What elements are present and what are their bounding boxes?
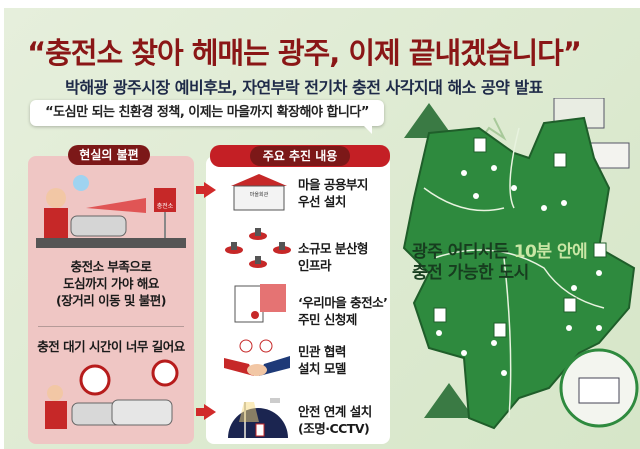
application-form-icon <box>234 284 286 323</box>
problem-line: 충전소 부족으로 <box>70 259 152 274</box>
problem-line: (장거리 이동 및 불편) <box>56 293 166 308</box>
arrow-icon <box>86 198 146 213</box>
problem-line: 도심까지 가야 해요 <box>63 276 159 291</box>
gwangju-map <box>402 98 639 430</box>
building-sign: 마을회관 <box>250 191 269 198</box>
action-line: 마을 공용부지 <box>298 177 368 192</box>
clock-icon <box>151 359 179 387</box>
charger-marker-icon <box>433 137 607 338</box>
action-line: 민관 협력 <box>298 344 346 359</box>
waiting-illustration <box>45 359 179 429</box>
infographic: 광주 어디서든 10분 안에 충전 가능한 도시 “충전소 찾아 헤매는 광주,… <box>4 8 640 449</box>
slogan-line2: 충전 가능한 도시 <box>412 263 529 283</box>
action-line: 안전 연계 설치 <box>298 404 372 419</box>
slogan-text: 광주 어디서든 <box>412 242 514 262</box>
charging-station-sign <box>154 188 176 212</box>
mountain-icon <box>424 383 474 418</box>
village-hall-icon: 마을회관 <box>231 174 287 211</box>
streetlight-cctv-icon <box>228 398 288 438</box>
arrow-right-icon <box>196 404 216 420</box>
action-line: ‘우리마을 충전소’ <box>298 295 388 310</box>
mountain-icon <box>404 103 454 138</box>
action-item: ‘우리마을 충전소’ 주민 신청제 <box>298 294 388 328</box>
problem-distance: 충전소 부족으로 도심까지 가야 해요 (장거리 이동 및 불편) <box>28 258 194 309</box>
action-line: 인프라 <box>298 258 332 273</box>
car-icon <box>111 399 173 426</box>
station-sign-label: 충전소 <box>157 202 174 210</box>
action-item: 안전 연계 설치 (조명·CCTV) <box>298 403 372 437</box>
clock-icon <box>79 364 111 396</box>
road <box>36 238 186 248</box>
quote-bubble: “도심만 되는 친환경 정책, 이제는 마을까지 확장해야 합니다” <box>30 100 384 134</box>
problems-heading: 현실의 불편 <box>68 145 150 165</box>
distributed-chargers-icon <box>225 228 291 268</box>
arrow-right-icon <box>196 182 216 198</box>
actions-heading: 주요 추진 내용 <box>250 146 350 166</box>
charging-node-icon <box>436 165 602 376</box>
problem-waiting: 충전 대기 시간이 너무 길어요 <box>37 339 185 354</box>
driver-car-illustration: 충전소 <box>36 175 186 248</box>
sad-face-icon <box>73 175 89 191</box>
action-line: 설치 모델 <box>298 361 346 376</box>
page-title: “충전소 찾아 헤매는 광주, 이제 끝내겠습니다” <box>27 36 582 70</box>
action-line: 우선 설치 <box>298 194 346 209</box>
action-line: 주민 신청제 <box>298 312 357 327</box>
action-line: (조명·CCTV) <box>298 421 370 436</box>
divider <box>38 326 184 327</box>
slogan-highlight: 10분 안에 <box>513 242 588 262</box>
action-line: 소규모 분산형 <box>298 241 368 256</box>
map-slogan: 광주 어디서든 10분 안에 충전 가능한 도시 <box>412 242 602 284</box>
subtitle: 박해광 광주시장 예비후보, 자연부락 전기차 충전 사각지대 해소 공약 발표 <box>65 78 543 97</box>
handshake-icon <box>224 339 290 376</box>
